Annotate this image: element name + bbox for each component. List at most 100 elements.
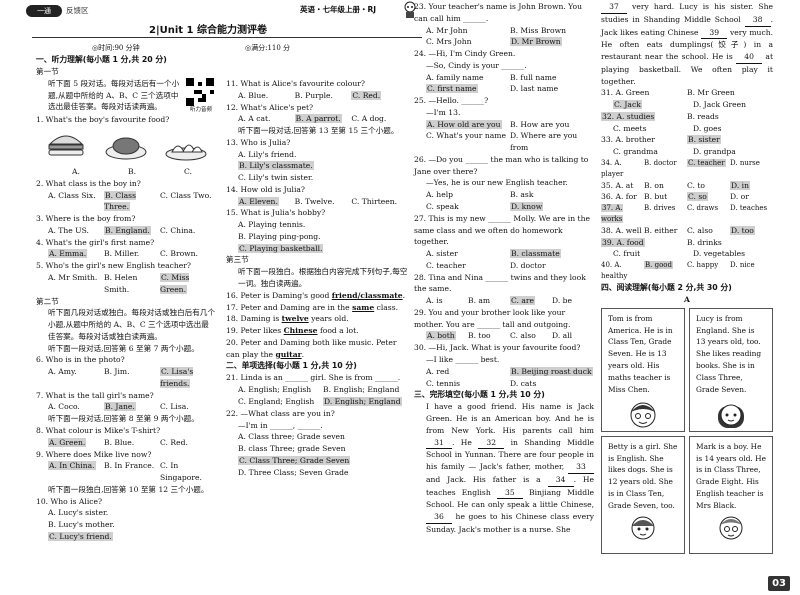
- answer-option[interactable]: A. In China.: [48, 461, 96, 471]
- option[interactable]: B. too: [468, 331, 491, 341]
- answer-option[interactable]: A. Emma.: [48, 249, 88, 259]
- option[interactable]: 31. A. Green: [601, 88, 650, 98]
- option[interactable]: A. Lily's friend.: [238, 149, 297, 159]
- filled-answer[interactable]: twelve: [281, 314, 309, 324]
- answer-option[interactable]: B. sister: [687, 135, 721, 145]
- option[interactable]: A. sister: [426, 249, 458, 259]
- option[interactable]: B. Jim.: [104, 367, 130, 377]
- option[interactable]: B. am: [468, 296, 491, 306]
- option[interactable]: D. or: [730, 192, 749, 202]
- filled-answer[interactable]: Chinese: [283, 326, 318, 336]
- option[interactable]: D. grandpa: [693, 147, 736, 157]
- option[interactable]: B. Purple.: [294, 90, 333, 100]
- option[interactable]: 36. A. for: [601, 192, 637, 202]
- option[interactable]: D. Jack Green: [693, 100, 747, 110]
- answer-option[interactable]: C. Playing basketball.: [238, 243, 324, 253]
- option[interactable]: B. on: [644, 180, 664, 190]
- option[interactable]: D. Three Class; Seven Grade: [238, 467, 349, 477]
- answer-option[interactable]: D. too: [730, 225, 755, 235]
- option[interactable]: D. nice: [730, 261, 755, 270]
- answer-option[interactable]: 32. A. studies: [601, 111, 656, 121]
- option[interactable]: D. cats: [510, 378, 537, 388]
- answer-option[interactable]: B. classmate: [510, 249, 561, 259]
- answer-option[interactable]: D. English; England: [323, 396, 402, 406]
- option[interactable]: A. English; English: [238, 385, 312, 395]
- answer-option[interactable]: A. Eleven.: [238, 196, 279, 206]
- option[interactable]: A. is: [426, 296, 443, 306]
- option[interactable]: C. draws: [687, 204, 719, 213]
- option[interactable]: B. reads: [687, 111, 719, 121]
- option[interactable]: C. England; English: [238, 396, 315, 406]
- option[interactable]: D. goes: [693, 123, 722, 133]
- option[interactable]: 38. A. well: [601, 225, 642, 235]
- answer-option[interactable]: C. Lucy's friend.: [48, 531, 113, 541]
- answer-option[interactable]: 39. A. food: [601, 237, 645, 247]
- option[interactable]: B. ask: [510, 190, 534, 200]
- option[interactable]: D. Where are you from: [510, 131, 578, 153]
- answer-option[interactable]: C. so: [687, 192, 708, 202]
- option[interactable]: B. In France.: [104, 461, 155, 471]
- option[interactable]: C. Red.: [160, 437, 188, 447]
- option[interactable]: 40. A. healthy: [601, 261, 628, 280]
- option[interactable]: A. Playing tennis.: [238, 220, 306, 230]
- option[interactable]: A. red: [426, 366, 450, 376]
- answer-option[interactable]: C. Jack: [613, 100, 642, 110]
- option[interactable]: B. Playing ping-pong.: [238, 231, 321, 241]
- option[interactable]: C. Mrs John: [426, 37, 472, 47]
- option[interactable]: C. also: [687, 225, 713, 235]
- option[interactable]: C. also: [510, 331, 536, 341]
- option[interactable]: A. Mr John: [426, 25, 468, 35]
- option[interactable]: A. Mr Smith.: [48, 273, 98, 283]
- answer-option[interactable]: C. are: [510, 296, 536, 306]
- option[interactable]: C. In Singapore.: [160, 461, 202, 483]
- option[interactable]: B. Miss Brown: [510, 25, 566, 35]
- answer-option[interactable]: C. Lisa's friends.: [160, 367, 194, 388]
- option[interactable]: B. English; England: [323, 385, 400, 395]
- option[interactable]: A. help: [426, 190, 453, 200]
- option[interactable]: B. drinks: [687, 237, 722, 247]
- option[interactable]: B. Blue.: [104, 437, 135, 447]
- option[interactable]: C. teacher: [426, 260, 466, 270]
- answer-option[interactable]: A. Green.: [48, 437, 87, 447]
- option[interactable]: C. Thirteen.: [351, 196, 398, 206]
- qr-code-icon[interactable]: [186, 77, 214, 106]
- filled-answer[interactable]: same: [352, 302, 375, 312]
- option[interactable]: A. Blue.: [238, 90, 269, 100]
- option[interactable]: B. Twelve.: [294, 196, 335, 206]
- option[interactable]: C. fruit: [613, 249, 641, 259]
- option[interactable]: C. tennis: [426, 378, 461, 388]
- answer-option[interactable]: A. How old are you: [426, 119, 502, 129]
- option[interactable]: A. Lucy's sister.: [48, 508, 109, 518]
- answer-option[interactable]: B. good: [644, 261, 673, 270]
- option[interactable]: 34. A. player: [601, 158, 624, 178]
- filled-answer[interactable]: friend/classmate: [331, 290, 403, 300]
- option[interactable]: A. A cat.: [238, 114, 271, 124]
- option[interactable]: D. last name: [510, 84, 559, 94]
- answer-option[interactable]: B. Class Three.: [104, 190, 136, 212]
- option[interactable]: B. class Three; grade Seven: [238, 444, 346, 454]
- option[interactable]: A. Class three; Grade seven: [238, 432, 345, 442]
- option[interactable]: B. doctor: [644, 158, 677, 167]
- option[interactable]: D. all: [552, 331, 573, 341]
- option[interactable]: C. Brown.: [160, 249, 198, 259]
- option[interactable]: C. meets: [613, 123, 647, 133]
- option[interactable]: B. How are you: [510, 119, 570, 129]
- answer-option[interactable]: B. A parrot.: [294, 114, 342, 124]
- answer-option[interactable]: 37. A. works: [601, 204, 624, 224]
- option[interactable]: A. Coco.: [48, 402, 80, 412]
- answer-option[interactable]: B. Lily's classmate.: [238, 161, 314, 171]
- option[interactable]: C. A dog.: [351, 114, 387, 124]
- option[interactable]: B. full name: [510, 72, 557, 82]
- option[interactable]: D. teaches: [730, 204, 768, 213]
- option[interactable]: C. What's your name: [426, 131, 506, 141]
- option[interactable]: A. Amy.: [48, 367, 77, 377]
- option[interactable]: 33. A. brother: [601, 135, 655, 145]
- option[interactable]: C. China.: [160, 225, 196, 235]
- option[interactable]: C. to: [687, 180, 705, 190]
- answer-option[interactable]: B. Jane.: [104, 402, 136, 412]
- answer-option[interactable]: C. Red.: [351, 90, 382, 100]
- option[interactable]: C. speak: [426, 202, 459, 212]
- answer-option[interactable]: C. teacher: [687, 158, 726, 167]
- option[interactable]: B. drives: [644, 204, 676, 213]
- answer-option[interactable]: D. know: [510, 202, 544, 212]
